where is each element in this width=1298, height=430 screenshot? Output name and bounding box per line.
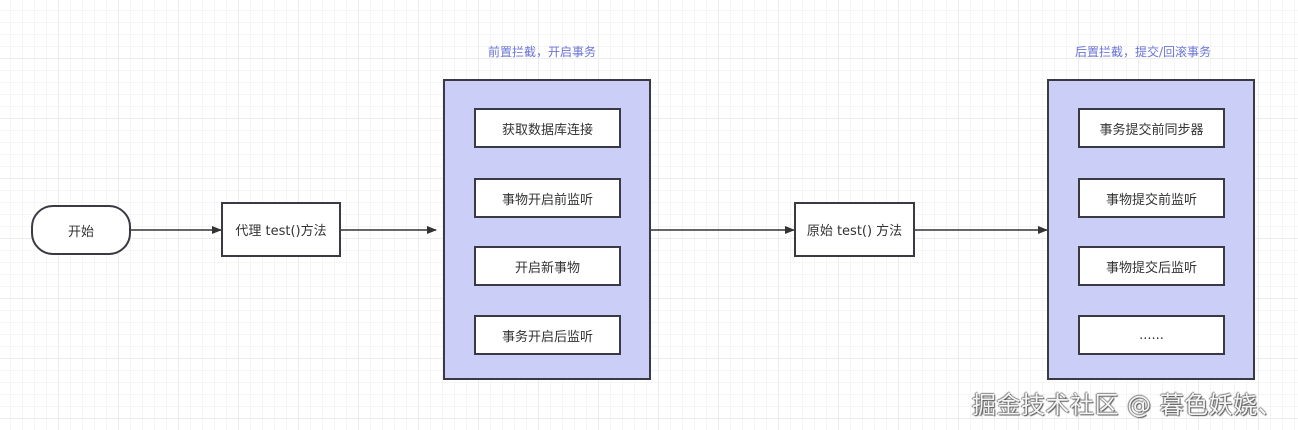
- pre-step-label: 开启新事物: [514, 260, 580, 276]
- proxy-method-node[interactable]: 代理 test()方法: [221, 202, 341, 257]
- pre-interceptor-caption: 前置拦截，开启事务: [488, 45, 597, 59]
- post-step-after-commit-listener[interactable]: 事物提交后监听: [1078, 246, 1225, 286]
- watermark: 掘金技术社区 @ 暮色妖娆、: [972, 391, 1283, 419]
- post-step-label: 事物提交前监听: [1105, 192, 1197, 208]
- pre-step-get-connection[interactable]: 获取数据库连接: [474, 108, 621, 148]
- pre-step-begin-transaction[interactable]: 开启新事物: [474, 246, 621, 286]
- start-label: 开始: [67, 224, 94, 240]
- post-step-ellipsis[interactable]: ......: [1078, 315, 1225, 355]
- pre-step-label: 获取数据库连接: [501, 122, 593, 138]
- post-interceptor-caption: 后置拦截，提交/回滚事务: [1075, 45, 1212, 59]
- pre-step-after-begin-listener[interactable]: 事务开启后监听: [474, 315, 621, 355]
- original-method-label: 原始 test() 方法: [806, 224, 903, 239]
- post-step-label: 事物提交后监听: [1105, 260, 1197, 276]
- post-step-before-commit-sync[interactable]: 事务提交前同步器: [1078, 108, 1225, 148]
- pre-step-label: 事物开启前监听: [501, 192, 593, 208]
- pre-step-before-begin-listener[interactable]: 事物开启前监听: [474, 178, 621, 218]
- post-step-before-commit-listener[interactable]: 事物提交前监听: [1078, 178, 1225, 218]
- start-node[interactable]: 开始: [31, 205, 131, 255]
- post-step-label: 事务提交前同步器: [1099, 122, 1204, 138]
- proxy-method-label: 代理 test()方法: [235, 224, 327, 239]
- original-method-node[interactable]: 原始 test() 方法: [794, 202, 915, 257]
- post-step-label: ......: [1139, 327, 1164, 343]
- post-interceptor-container[interactable]: 事务提交前同步器 事物提交前监听 事物提交后监听 ......: [1047, 79, 1255, 380]
- pre-interceptor-container[interactable]: 获取数据库连接 事物开启前监听 开启新事物 事务开启后监听: [443, 79, 651, 380]
- pre-step-label: 事务开启后监听: [501, 329, 593, 345]
